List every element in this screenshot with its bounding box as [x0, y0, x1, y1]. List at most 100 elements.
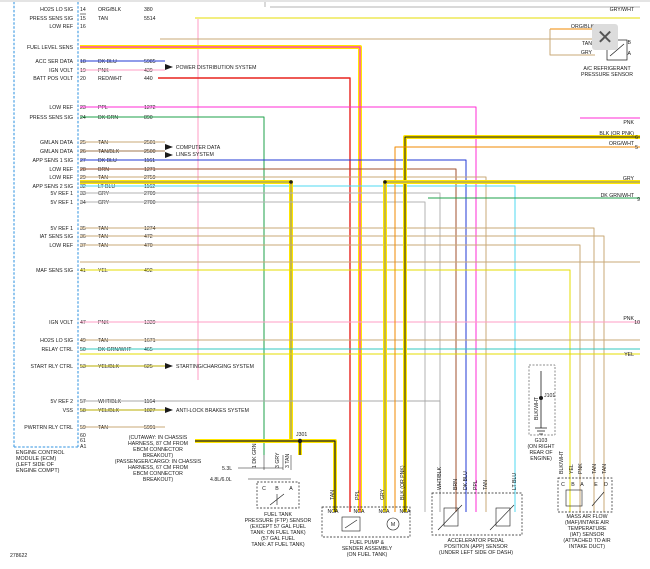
- maf-pin-b: B: [571, 482, 575, 488]
- ecm-pin-number: 61: [80, 438, 86, 444]
- ground-caption-line: REAR OF: [529, 450, 552, 456]
- app-sensor: WHT/BLK BRN DK BLU TAN PPL LT BLU ACCELE…: [431, 466, 523, 556]
- ecm-pin-number: 49: [80, 338, 86, 344]
- ftp-caption-line: (EXCEPT 57 GAL FUEL: [250, 524, 306, 530]
- ecm-pin-number: 35: [80, 226, 86, 232]
- ground-splice: J101: [544, 393, 555, 399]
- ecm-circuit-number: 440: [144, 76, 153, 82]
- ecm-wire-color: YEL/BLK: [98, 364, 120, 370]
- ecm-circuit-number: 465: [144, 347, 153, 353]
- ecm-circuit-number: 1339: [144, 320, 156, 326]
- ecm-pin-label: START RLY CTRL: [31, 364, 74, 370]
- ecm-circuit-number: 5991: [144, 425, 156, 431]
- ecm-circuit-number: 492: [144, 268, 153, 274]
- ecm-pin-row: 60: [80, 433, 86, 439]
- ecm-wire-color: TAN: [98, 338, 108, 344]
- ecm-pin-label: IGN VOLT: [49, 68, 74, 74]
- pump-wire-4: BLK (OR PNK): [400, 465, 406, 500]
- label-org-blk: ORG/BLK: [571, 24, 595, 30]
- label-pnk-2: PNK: [623, 316, 634, 322]
- pump-caption-line: FUEL PUMP &: [350, 540, 385, 546]
- pump-motor-m: M: [391, 522, 395, 528]
- ground-icon: [535, 427, 547, 435]
- ecm-pin-number: 28: [80, 167, 86, 173]
- ecm-pin-number: 58: [80, 408, 86, 414]
- close-button[interactable]: ✕: [592, 24, 618, 50]
- ecm-circuit-number: 1164: [144, 399, 155, 405]
- ecm-pin-number: 60: [80, 433, 86, 439]
- ecm-pin-number: 24: [80, 115, 86, 121]
- maf-wire-5: TAN: [602, 464, 608, 474]
- ecm-pin-number: 19: [80, 68, 86, 74]
- app-wire-2: BRN: [453, 479, 459, 490]
- ecm-wire-color: TAN: [98, 243, 108, 249]
- ecm-circuit-number: 5514: [144, 16, 156, 22]
- ecm-pin-label: PRESS SENS SIG: [29, 115, 73, 121]
- label-yel: YEL: [624, 352, 634, 358]
- ecm-circuit-number: 1272: [144, 105, 156, 111]
- dest-power-distribution: POWER DISTRIBUTION SYSTEM: [176, 65, 256, 71]
- ecm-wire-color: TAN: [98, 226, 108, 232]
- ecm-wire-color: PPL: [98, 105, 108, 111]
- label-blk-or-pnk: BLK (OR PNK): [599, 131, 634, 137]
- pump-pin-2: NCA: [354, 509, 365, 515]
- ecm-pin-label: BATT POS VOLT: [33, 76, 74, 82]
- dest-starting-charging: STARTING/CHARGING SYSTEM: [176, 364, 254, 370]
- maf-pin-c: C: [561, 482, 565, 488]
- ground-caption-line: ENGINE): [530, 456, 552, 462]
- ecm-pin-label: LOW REF: [49, 24, 73, 30]
- cutaway-note-line: EBCM CONNECTOR: [133, 447, 183, 453]
- ftp-sensor: 1 DK GRN 3 GRY 3 TAN 5.3L 4.8L/6.0L C B …: [210, 443, 312, 548]
- app-wire-4: TAN: [483, 480, 489, 490]
- pump-pin-3: NCA: [379, 509, 390, 515]
- maf-caption-line: MASS AIR FLOW: [567, 514, 608, 520]
- ecm-pin-label: ACC SER DATA: [35, 59, 73, 65]
- ecm-pin-number: 50: [80, 347, 86, 353]
- ecm-pin-label: FUEL LEVEL SENS: [27, 45, 74, 51]
- ecm-wire-color: LT BLU: [98, 184, 115, 190]
- ecm-pin-number: 37: [80, 243, 86, 249]
- ground-wire: BLK/WHT: [534, 396, 540, 420]
- ecm-circuit-number: 470: [144, 243, 153, 249]
- ecm-pin-label: IGN VOLT: [49, 320, 74, 326]
- ecm-circuit-number: 890: [144, 115, 153, 121]
- label-gry-2: GRY: [581, 50, 593, 56]
- cutaway-note-line: BREAKOUT): [143, 453, 174, 459]
- ecm-pin-label: LOW REF: [49, 167, 73, 173]
- ecm-circuit-number: 2759: [144, 175, 156, 181]
- ecm-pin-number: 20: [80, 76, 86, 82]
- ftp-engine-2: 4.8L/6.0L: [210, 477, 232, 483]
- ecm-circuit-number: 5985: [144, 59, 156, 65]
- ecm-pin-label: HO2S LO SIG: [40, 7, 73, 13]
- ecm-wire-color: GRY: [98, 191, 110, 197]
- ecm-pin-number: 33: [80, 191, 86, 197]
- ecm-pin-label: MAF SENS SIG: [36, 268, 73, 274]
- ftp-caption-line: (57 GAL FUEL: [261, 536, 295, 542]
- ecm-pin-number: 18: [80, 59, 86, 65]
- ftp-wire-2: 3 GRY: [275, 452, 281, 468]
- label-gry: GRY: [623, 176, 635, 182]
- label-pin-10: 10: [634, 320, 640, 326]
- ftp-caption-line: TANK: ON FUEL TANK): [250, 530, 305, 536]
- ecm-caption-line: (LEFT SIDE OF: [16, 462, 55, 468]
- label-pin-6: 6: [635, 135, 638, 141]
- ecm-circuit-number: 2500: [144, 149, 156, 155]
- ftp-engine-1: 5.3L: [222, 466, 232, 472]
- ftp-pin-b: B: [275, 486, 279, 492]
- ecm-pin-label: 5V REF 1: [51, 226, 74, 232]
